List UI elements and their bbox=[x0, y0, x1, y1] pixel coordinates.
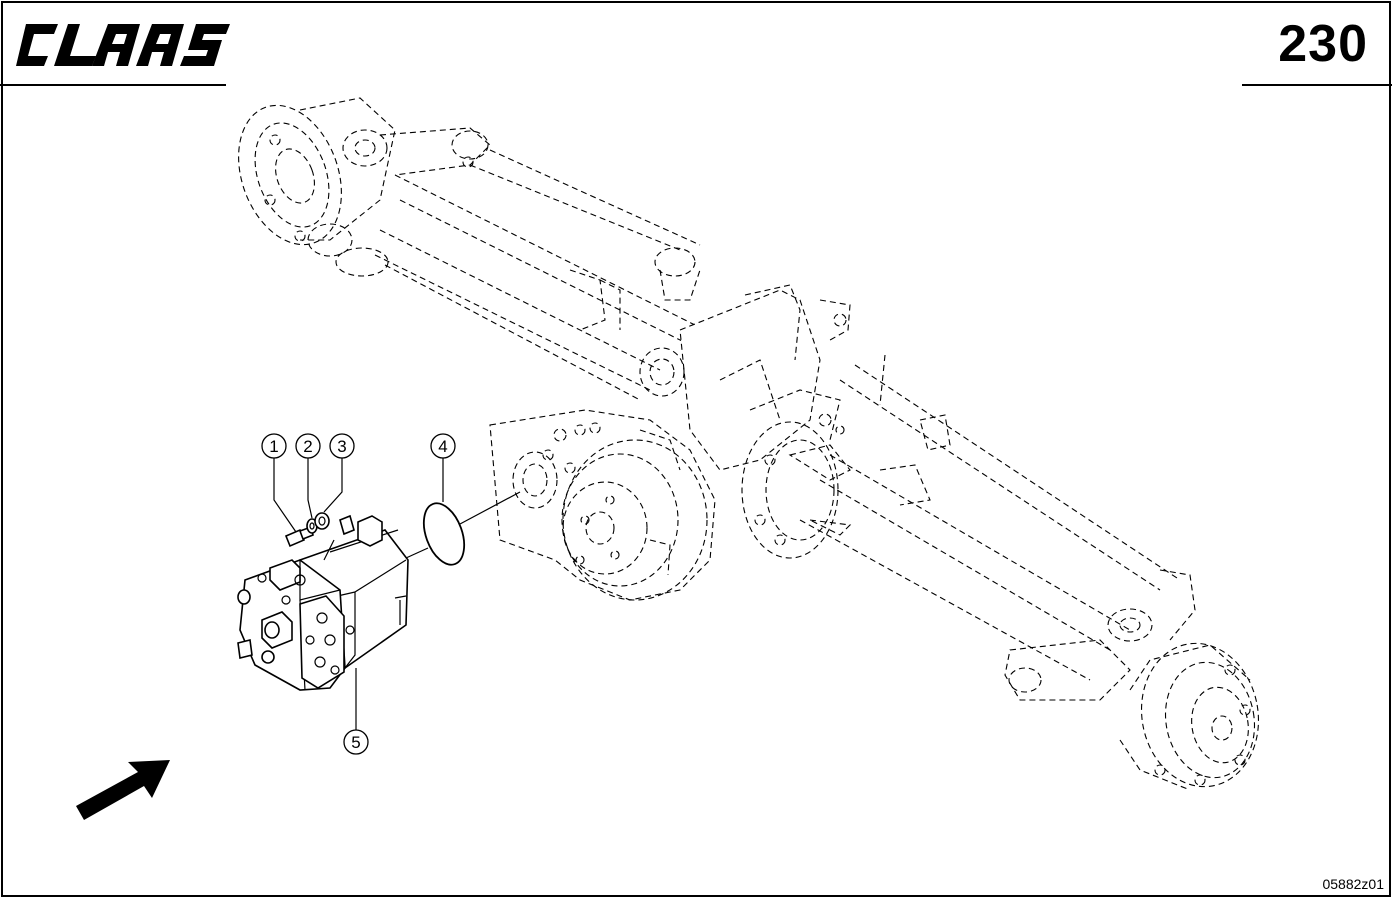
callout-5: 5 bbox=[343, 729, 369, 755]
lower-right-hub bbox=[1119, 642, 1260, 791]
callout-1: 1 bbox=[261, 433, 287, 459]
lower-steering-arm bbox=[1004, 569, 1196, 701]
svg-text:3: 3 bbox=[337, 437, 346, 456]
brand-underline bbox=[0, 84, 226, 86]
axle-assembly bbox=[238, 97, 1260, 791]
gearbox-housing bbox=[489, 409, 716, 601]
o-ring bbox=[422, 502, 466, 566]
brand-logo bbox=[16, 24, 230, 66]
svg-text:2: 2 bbox=[303, 437, 312, 456]
callout-2: 2 bbox=[295, 433, 321, 459]
upper-left-hub bbox=[238, 97, 396, 277]
svg-text:1: 1 bbox=[269, 437, 278, 456]
hydraulic-motor bbox=[237, 514, 409, 691]
page-number: 230 bbox=[1278, 15, 1368, 73]
mid-brake-section bbox=[741, 413, 852, 559]
svg-text:4: 4 bbox=[438, 437, 447, 456]
assembly-axis-lines bbox=[323, 491, 521, 561]
upper-axle-beam bbox=[374, 174, 706, 401]
callout-3: 3 bbox=[329, 433, 355, 459]
drawing-code: 05882z01 bbox=[1322, 876, 1384, 892]
upper-steering-arm bbox=[379, 127, 701, 301]
svg-text:5: 5 bbox=[351, 733, 360, 752]
callout-4: 4 bbox=[430, 433, 456, 459]
central-differential-housing bbox=[639, 284, 851, 471]
lower-axle-beam bbox=[799, 354, 1181, 681]
page-number-underline bbox=[1242, 84, 1392, 86]
nut bbox=[314, 512, 330, 530]
arrow-icon bbox=[76, 760, 170, 820]
callout-leaders bbox=[273, 458, 444, 730]
